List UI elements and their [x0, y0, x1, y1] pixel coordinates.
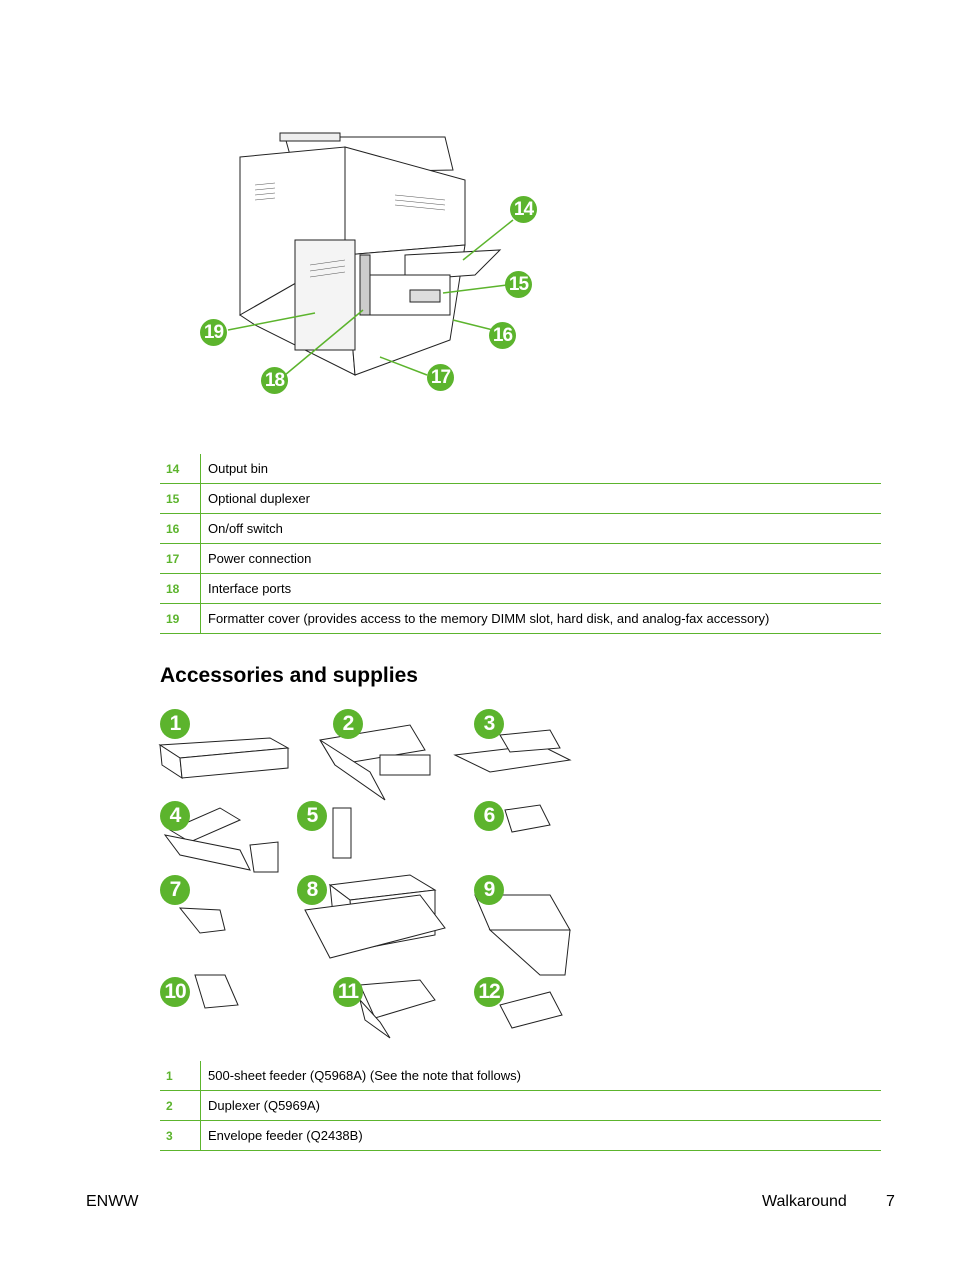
row-description: Formatter cover (provides access to the … [200, 603, 881, 634]
row-number: 18 [160, 573, 201, 604]
page-number: 7 [886, 1193, 895, 1210]
accessory-callout-4: 4 [160, 801, 190, 831]
accessory-callout-11: 11 [333, 977, 363, 1007]
accessory-callout-5: 5 [297, 801, 327, 831]
callout-19: 19 [200, 319, 227, 346]
accessory-callout-2: 2 [333, 709, 363, 739]
accessory-callout-10: 10 [160, 977, 190, 1007]
row-number: 16 [160, 513, 201, 544]
callout-16: 16 [489, 322, 516, 349]
callout-18: 18 [261, 367, 288, 394]
section-title: Accessories and supplies [160, 664, 418, 687]
row-number: 14 [160, 454, 201, 484]
row-description: Envelope feeder (Q2438B) [200, 1120, 881, 1151]
row-number: 3 [160, 1120, 201, 1151]
accessory-callout-3: 3 [474, 709, 504, 739]
accessories-illustration [158, 724, 572, 1039]
row-number: 19 [160, 603, 201, 634]
row-number: 1 [160, 1061, 201, 1091]
accessory-callout-8: 8 [297, 875, 327, 905]
row-description: On/off switch [200, 513, 881, 544]
callout-15: 15 [505, 271, 532, 298]
footer-left: ENWW [86, 1193, 139, 1210]
row-description: Power connection [200, 543, 881, 574]
row-number: 2 [160, 1090, 201, 1121]
accessory-callout-12: 12 [474, 977, 504, 1007]
row-description: Optional duplexer [200, 483, 881, 514]
row-number: 15 [160, 483, 201, 514]
accessory-callout-1: 1 [160, 709, 190, 739]
accessory-callout-6: 6 [474, 801, 504, 831]
row-number: 17 [160, 543, 201, 574]
accessory-callout-7: 7 [160, 875, 190, 905]
row-description: Duplexer (Q5969A) [200, 1090, 881, 1121]
footer-section: Walkaround [762, 1193, 847, 1210]
printer-rear-illustration [227, 132, 514, 376]
callout-17: 17 [427, 364, 454, 391]
row-description: Interface ports [200, 573, 881, 604]
callout-14: 14 [510, 196, 537, 223]
row-description: Output bin [200, 454, 881, 484]
accessory-callout-9: 9 [474, 875, 504, 905]
row-description: 500-sheet feeder (Q5968A) (See the note … [200, 1061, 881, 1091]
